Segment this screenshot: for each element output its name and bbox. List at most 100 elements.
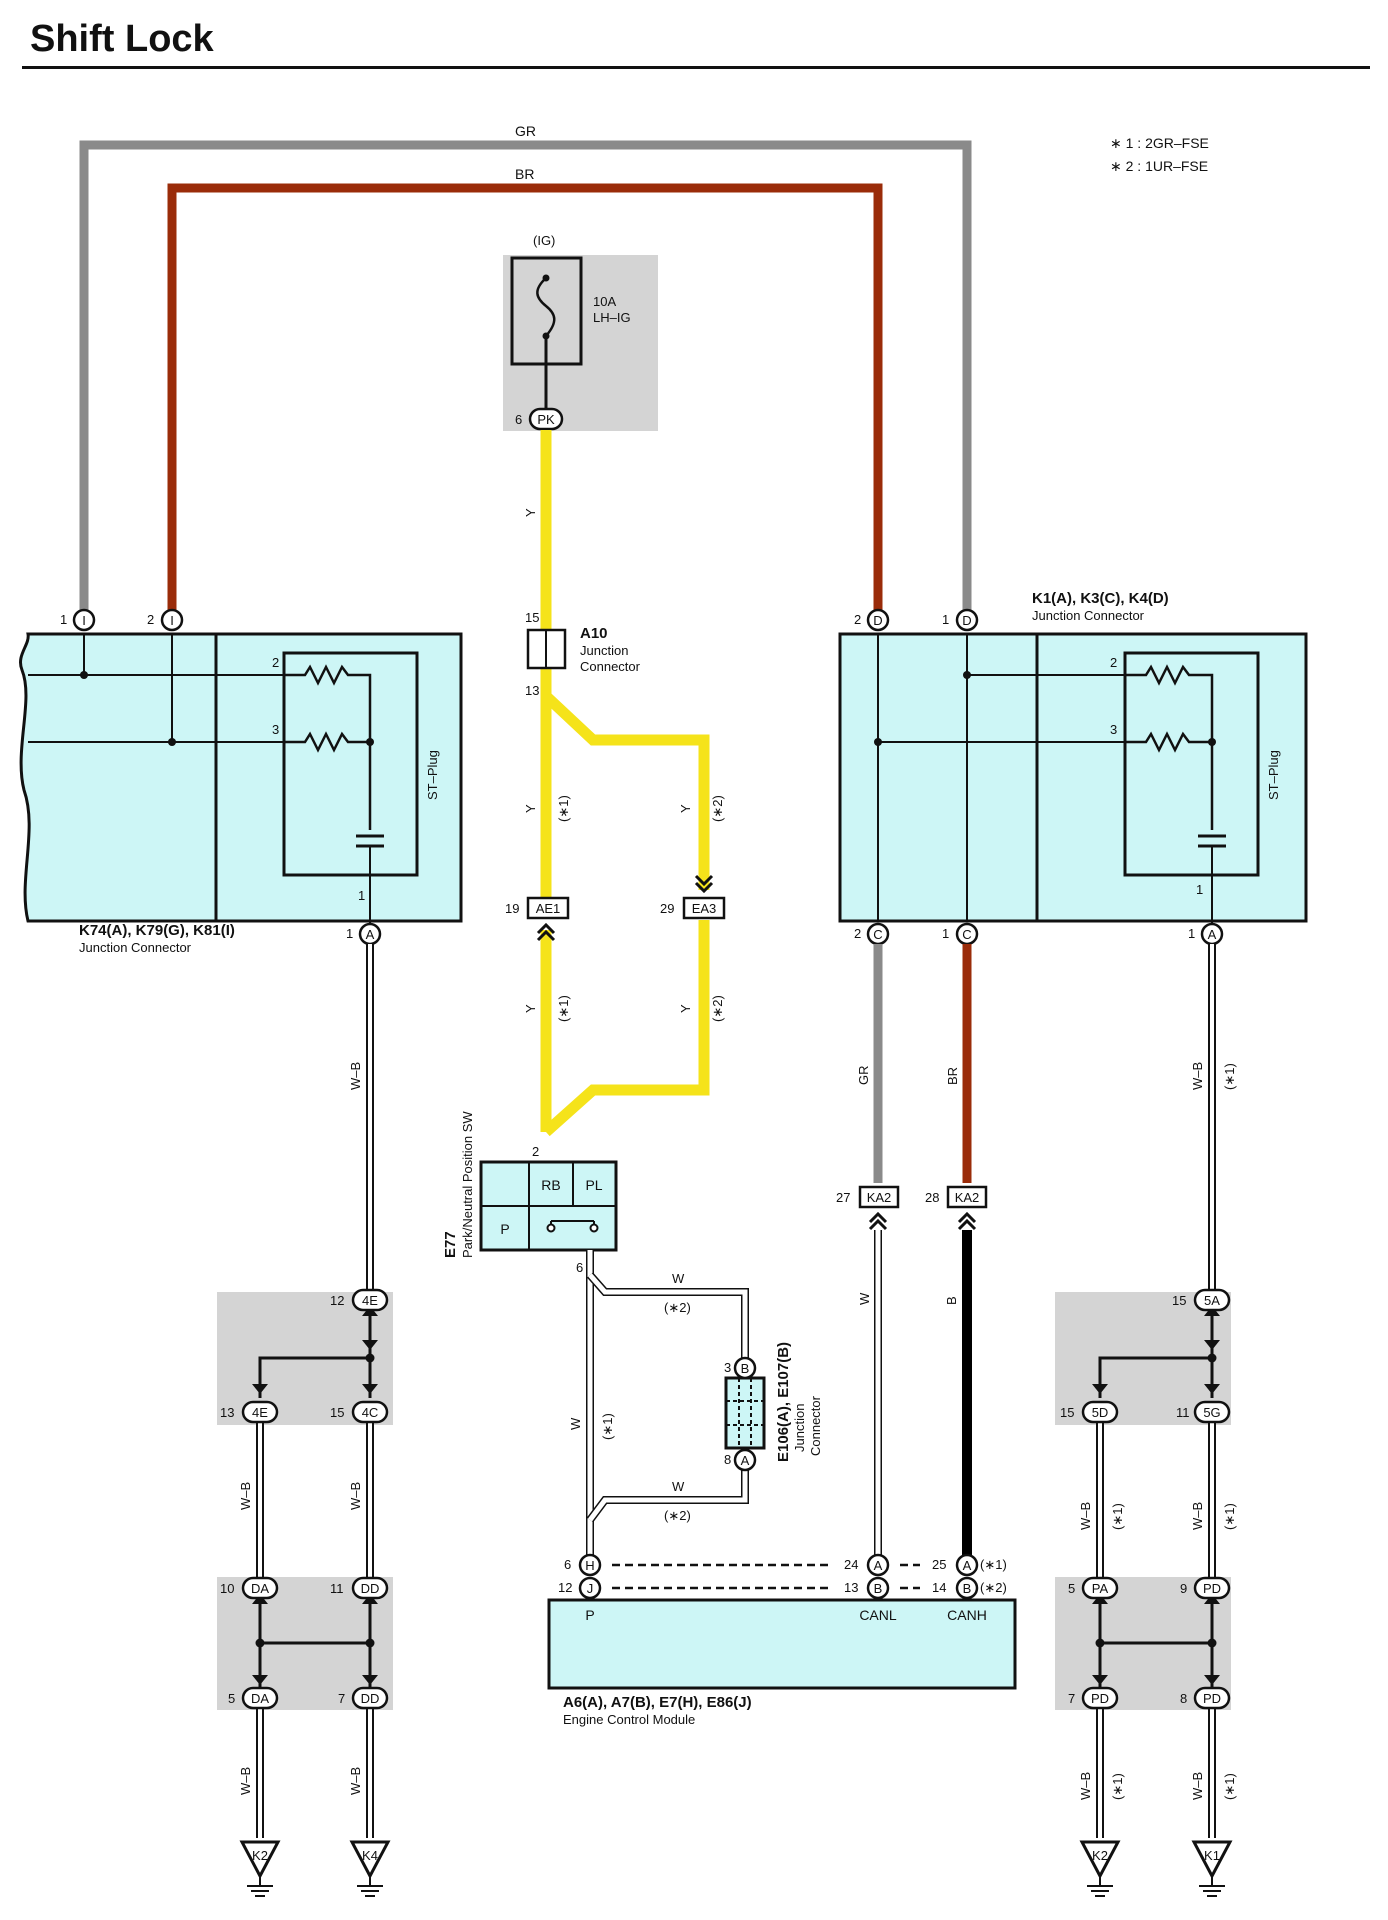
ground-k1: K1	[1192, 1840, 1232, 1898]
e106-pin-a: 8	[724, 1452, 731, 1467]
left-jc-plug: ST–Plug	[425, 750, 440, 800]
ground-k2-right-label: K2	[1092, 1848, 1108, 1863]
ka2-28-pin: 28	[925, 1190, 939, 1205]
right-splice-pin-5: 5	[1068, 1581, 1075, 1596]
right-jc-conn-d2: D	[873, 613, 882, 628]
ka2-28-connector: KA2 28	[925, 1185, 988, 1231]
right-jc-name: Junction Connector	[1032, 608, 1145, 623]
b-canh-label: B	[944, 1296, 959, 1305]
ground-k4: K4	[350, 1840, 390, 1898]
right-splice-pin-11: 11	[1176, 1405, 1190, 1420]
left-splice-pin-12: 12	[330, 1293, 344, 1308]
right-splice-pd-8: PD	[1203, 1691, 1221, 1706]
right-wb-label-5: W–B	[1078, 1772, 1093, 1800]
e77-cell-rb: RB	[541, 1177, 560, 1193]
ground-k1-label: K1	[1204, 1848, 1220, 1863]
ecm-terminal-p: P	[585, 1607, 594, 1623]
gr-top-wire: GR	[79, 123, 972, 615]
y-wires: Y Y (∗1) Y (∗2) Y (∗1) Y (∗2)	[523, 430, 725, 1137]
e77-cell-pl: PL	[585, 1177, 602, 1193]
left-jc-name: Junction Connector	[79, 940, 192, 955]
left-jc-conn-a: A	[366, 927, 375, 942]
fuse-source: (IG)	[533, 233, 555, 248]
right-jc-conn-d1: D	[962, 613, 971, 628]
ecm-conn-a-canl: A	[874, 1558, 883, 1573]
a10-line1: Junction	[580, 643, 628, 658]
br-top-label: BR	[515, 166, 534, 182]
gr-down-wire: GR	[856, 944, 883, 1183]
right-wb-note-4: (∗1)	[1222, 1773, 1237, 1800]
w-left-note: (∗1)	[600, 1413, 615, 1440]
right-splice-pin-15a: 15	[1172, 1293, 1186, 1308]
fuse-name: LH–IG	[593, 310, 631, 325]
e106-conn-a: A	[741, 1453, 750, 1468]
left-splice-4c: 4C	[362, 1405, 379, 1420]
left-splice-da-bottom: DA	[251, 1691, 269, 1706]
fuse-lh-ig: (IG) 10A LH–IG 6 PK	[503, 233, 658, 431]
ground-k2-left: K2	[240, 1840, 280, 1898]
right-wb-label-4: W–B	[1190, 1772, 1205, 1800]
b-canh-wire: B	[944, 1230, 972, 1562]
a10-line2: Connector	[580, 659, 641, 674]
ecm-conn-b-canh: B	[963, 1581, 972, 1596]
ground-k2-right: K2	[1080, 1840, 1120, 1898]
a10-junction-connector: 15 13 A10 Junction Connector	[525, 610, 641, 698]
right-jc-conn-a: A	[1208, 927, 1217, 942]
title-rule	[22, 66, 1370, 69]
e106-junction-connector: 3 B 8 A E106(A), E107(B) Junction Connec…	[724, 1342, 823, 1472]
left-jc-codes: K74(A), K79(G), K81(I)	[79, 922, 235, 939]
right-jc-res-pin-2: 2	[1110, 655, 1117, 670]
ecm-conn-b-canl: B	[874, 1581, 883, 1596]
y-note-2b: (∗2)	[710, 995, 725, 1022]
y-note-1a: (∗1)	[556, 795, 571, 822]
left-wb-label-5: W–B	[238, 1767, 253, 1795]
y-note-2a: (∗2)	[710, 795, 725, 822]
left-jc-conn-i2: I	[170, 613, 174, 628]
ea3-pin: 29	[660, 901, 674, 916]
w-p-wires: W (∗2) W (∗2) W (∗1)	[568, 1250, 749, 1562]
ae1-code: AE1	[536, 901, 561, 916]
ecm-pin-14: 14	[932, 1580, 946, 1595]
left-splice-pin-7: 7	[338, 1691, 345, 1706]
left-jc-pin-a1: 1	[346, 926, 353, 941]
page-title: Shift Lock	[30, 18, 214, 60]
e106-conn-b: B	[741, 1361, 750, 1376]
note-2: ∗ 2 : 1UR–FSE	[1110, 158, 1208, 174]
right-splice-pin-7: 7	[1068, 1691, 1075, 1706]
e77-park-neutral-switch: RB PL P 2 6 E77 Park/Neutral Position SW	[442, 1111, 618, 1275]
right-splice-pd-top: PD	[1203, 1581, 1221, 1596]
left-splice-4e-bottom: 4E	[252, 1405, 268, 1420]
ecm-terminal-canl: CANL	[859, 1607, 897, 1623]
ecm-pin-13: 13	[844, 1580, 858, 1595]
left-wb-label-3: W–B	[238, 1482, 253, 1510]
fuse-connector: PK	[537, 412, 555, 427]
left-splice-pin-5: 5	[228, 1691, 235, 1706]
right-jc-pin-c2: 2	[854, 926, 861, 941]
y-label-3: Y	[678, 804, 693, 813]
gr-down-label: GR	[856, 1066, 871, 1086]
right-jc-cap-pin-1: 1	[1196, 882, 1203, 897]
w-left-label: W	[568, 1417, 583, 1430]
ecm-name: Engine Control Module	[563, 1712, 695, 1727]
right-wb-label-2: W–B	[1190, 1502, 1205, 1530]
left-wb-label-2: W–B	[348, 1482, 363, 1510]
right-jc-pin-c1: 1	[942, 926, 949, 941]
ka2-28-code: KA2	[955, 1190, 980, 1205]
w-canl-label: W	[857, 1292, 872, 1305]
left-wb-label-1: W–B	[348, 1062, 363, 1090]
right-jc-pin-a1: 1	[1188, 926, 1195, 941]
y-label-1: Y	[523, 508, 538, 517]
ea3-code: EA3	[692, 901, 717, 916]
right-ground-branch: W–B (∗1) W–B (∗1) W–B (∗1) W–B (∗1) W–B …	[1055, 944, 1237, 1898]
fuse-rating: 10A	[593, 294, 616, 309]
e77-pin-top: 2	[532, 1144, 539, 1159]
right-splice-pin-15d: 15	[1060, 1405, 1074, 1420]
left-jc-conn-i1: I	[82, 613, 86, 628]
right-splice-pin-8: 8	[1180, 1691, 1187, 1706]
right-splice-5g: 5G	[1203, 1405, 1220, 1420]
e106-line2: Connector	[808, 1395, 823, 1456]
left-splice-dd-top: DD	[361, 1581, 380, 1596]
ecm-conn-h: H	[585, 1558, 594, 1573]
ecm-conn-j: J	[587, 1581, 594, 1596]
right-jc-res-pin-3: 3	[1110, 722, 1117, 737]
